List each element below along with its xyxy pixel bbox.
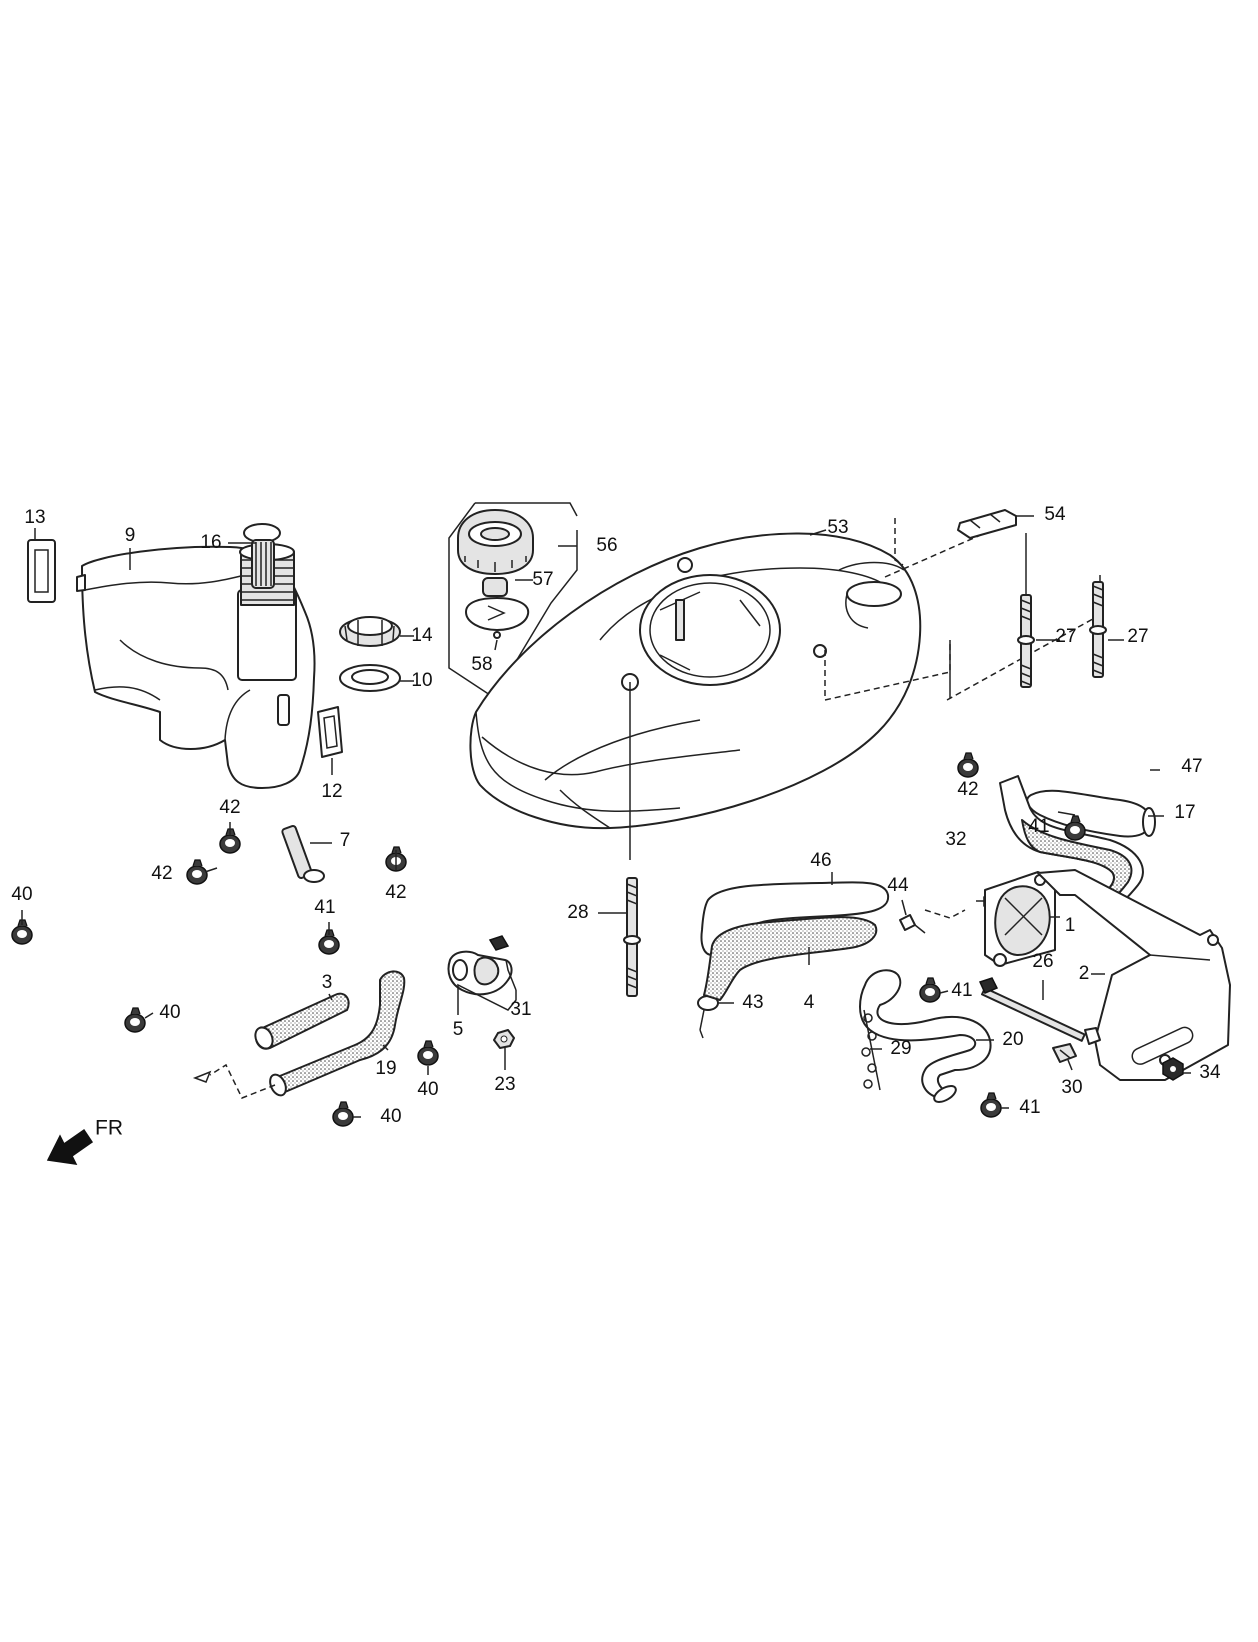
callout-9: 9 <box>125 525 136 546</box>
callout-3: 3 <box>322 972 333 993</box>
callout-41-bottom: 41 <box>1019 1097 1040 1118</box>
callout-58: 58 <box>471 654 492 675</box>
bracket-plate-icon <box>1037 869 1231 1081</box>
callout-1: 1 <box>1065 915 1076 936</box>
callout-labels: 13 9 16 14 10 12 56 57 58 53 54 27 27 47… <box>11 504 1221 1127</box>
callout-27-right: 27 <box>1127 626 1148 647</box>
bolt-26-icon <box>978 977 1101 1045</box>
callout-16: 16 <box>200 532 221 553</box>
hose-3-icon <box>254 992 350 1050</box>
callout-14: 14 <box>411 625 433 646</box>
washer-23-icon <box>493 1029 515 1049</box>
hose-47-icon <box>1026 789 1156 838</box>
callout-42-a: 42 <box>219 797 240 818</box>
callout-13: 13 <box>24 507 45 528</box>
nut-34-icon <box>1162 1057 1184 1081</box>
front-direction-arrow-icon <box>46 1128 94 1165</box>
clip-54-icon <box>957 509 1017 539</box>
gasket-13-icon <box>27 539 56 603</box>
callout-54: 54 <box>1044 504 1066 525</box>
callout-5: 5 <box>453 1019 464 1040</box>
strainer-16-icon <box>243 523 281 589</box>
callout-57: 57 <box>532 569 553 590</box>
tank-cover-icon <box>469 518 1101 860</box>
stud-bolt-27-right-icon <box>1089 581 1107 678</box>
callout-40-c: 40 <box>417 1079 438 1100</box>
callout-43: 43 <box>742 992 763 1013</box>
hose-20-icon <box>859 969 992 1103</box>
tube-7-icon <box>281 825 325 883</box>
callout-19: 19 <box>375 1058 396 1079</box>
seal-10-icon <box>339 664 401 692</box>
callout-10: 10 <box>411 670 432 691</box>
callout-20: 20 <box>1002 1029 1023 1050</box>
callout-41-top: 41 <box>1028 816 1049 837</box>
stud-bolt-27-left-icon <box>1017 533 1035 688</box>
callout-17: 17 <box>1174 802 1195 823</box>
callout-4: 4 <box>804 992 815 1013</box>
callout-41-mid: 41 <box>951 980 972 1001</box>
callout-32: 32 <box>945 829 966 850</box>
callout-40-b: 40 <box>159 1002 180 1023</box>
callout-31: 31 <box>510 999 531 1020</box>
callout-47: 47 <box>1181 756 1202 777</box>
front-direction-label: FR <box>95 1117 123 1140</box>
fuel-cap-assembly-icon <box>448 502 578 696</box>
callout-40-a: 40 <box>11 884 32 905</box>
stud-bolt-28-icon <box>623 877 641 997</box>
callout-40-d: 40 <box>380 1106 401 1127</box>
joint-43-icon <box>697 995 719 1039</box>
callout-30: 30 <box>1061 1077 1082 1098</box>
callout-23: 23 <box>494 1074 515 1095</box>
filter-bracket-icon <box>984 871 1056 967</box>
clip-29-icon <box>861 1009 881 1091</box>
callout-44: 44 <box>887 875 909 896</box>
fuel-cock-5-icon <box>447 935 513 996</box>
callout-46: 46 <box>810 850 831 871</box>
callout-29: 29 <box>890 1038 911 1059</box>
leader-lines <box>21 515 1191 1118</box>
fuel-tank-icon <box>76 543 316 789</box>
filler-neck-nut-14-icon <box>339 616 401 647</box>
callout-41-left: 41 <box>314 897 335 918</box>
callout-42-b: 42 <box>151 863 172 884</box>
callout-28: 28 <box>567 902 588 923</box>
nut-30-icon <box>1052 1043 1077 1063</box>
callout-26: 26 <box>1032 951 1053 972</box>
cushion-12-icon <box>317 706 343 758</box>
callout-2: 2 <box>1079 963 1090 984</box>
callout-42-c: 42 <box>385 882 406 903</box>
hose-4-icon <box>703 916 878 1001</box>
hose-19-icon <box>192 970 406 1099</box>
callout-53: 53 <box>827 517 848 538</box>
callout-56: 56 <box>596 535 617 556</box>
callout-34: 34 <box>1199 1062 1221 1083</box>
joint-44-icon <box>899 909 966 934</box>
callout-12: 12 <box>321 781 342 802</box>
callout-27-left: 27 <box>1055 626 1076 647</box>
callout-42-right: 42 <box>957 779 978 800</box>
callout-7: 7 <box>340 830 351 851</box>
